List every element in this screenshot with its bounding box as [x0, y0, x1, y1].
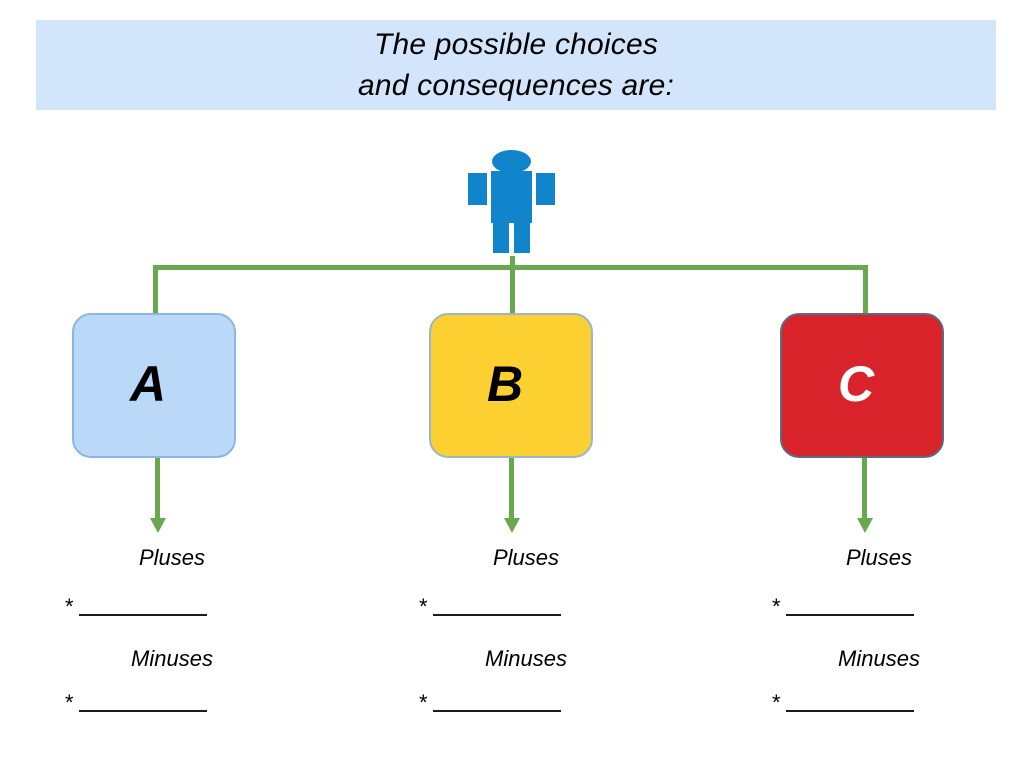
connector-drop-to-choice-c	[863, 265, 868, 315]
person-right-leg-shape	[514, 216, 530, 253]
person-head-shape	[492, 150, 531, 173]
minuses-heading-a: Minuses	[131, 646, 213, 671]
connector-drop-to-choice-b	[510, 265, 515, 315]
bullet-asterisk: *	[772, 594, 781, 619]
bullet-asterisk: *	[772, 690, 781, 715]
pluses-entry-b[interactable]: *	[376, 594, 676, 619]
title-banner: The possible choices and consequences ar…	[36, 20, 996, 110]
connector-stem-from-person	[510, 256, 515, 269]
arrow-stem	[509, 458, 514, 520]
title-line-1: The possible choices	[373, 28, 659, 61]
minuses-blank-line-b[interactable]	[432, 710, 561, 712]
pluses-blank-line-a[interactable]	[78, 614, 207, 616]
person-figure-icon	[466, 150, 556, 256]
consequences-column-c: Pluses * Minuses *	[729, 544, 1024, 715]
choice-box-a[interactable]: A	[72, 313, 236, 458]
arrow-stem	[862, 458, 867, 520]
bullet-asterisk: *	[419, 690, 428, 715]
minuses-heading-b: Minuses	[485, 646, 567, 671]
choice-box-c[interactable]: C	[780, 313, 944, 458]
person-left-arm-shape	[468, 173, 487, 205]
minuses-heading-c: Minuses	[838, 646, 920, 671]
choice-letter-a: A	[129, 355, 167, 412]
consequences-column-b: Pluses * Minuses *	[376, 544, 676, 715]
arrow-down-choice-c	[857, 458, 873, 534]
pluses-entry-a[interactable]: *	[22, 594, 322, 619]
arrow-stem	[155, 458, 160, 520]
pluses-heading-c: Pluses	[845, 545, 913, 570]
connector-drop-to-choice-a	[153, 265, 158, 315]
person-torso-shape	[491, 171, 532, 223]
minuses-entry-c[interactable]: *	[729, 690, 1024, 715]
bullet-asterisk: *	[65, 594, 74, 619]
arrow-down-choice-b	[504, 458, 520, 534]
bullet-asterisk: *	[419, 594, 428, 619]
pluses-entry-c[interactable]: *	[729, 594, 1024, 619]
choice-letter-b: B	[486, 355, 524, 412]
pluses-blank-line-b[interactable]	[432, 614, 561, 616]
minuses-blank-line-c[interactable]	[785, 710, 914, 712]
title-line-2: and consequences are:	[357, 69, 675, 102]
arrow-head	[150, 518, 166, 533]
minuses-entry-a[interactable]: *	[22, 690, 322, 715]
choice-letter-c: C	[837, 355, 875, 412]
bullet-asterisk: *	[65, 690, 74, 715]
person-right-arm-shape	[536, 173, 555, 205]
arrow-down-choice-a	[150, 458, 166, 534]
arrow-head	[504, 518, 520, 533]
minuses-entry-b[interactable]: *	[376, 690, 676, 715]
pluses-blank-line-c[interactable]	[785, 614, 914, 616]
person-left-leg-shape	[493, 216, 509, 253]
consequences-column-a: Pluses * Minuses *	[22, 544, 322, 715]
pluses-heading-a: Pluses	[138, 545, 206, 570]
arrow-head	[857, 518, 873, 533]
pluses-heading-b: Pluses	[492, 545, 560, 570]
choice-box-b[interactable]: B	[429, 313, 593, 458]
minuses-blank-line-a[interactable]	[78, 710, 207, 712]
